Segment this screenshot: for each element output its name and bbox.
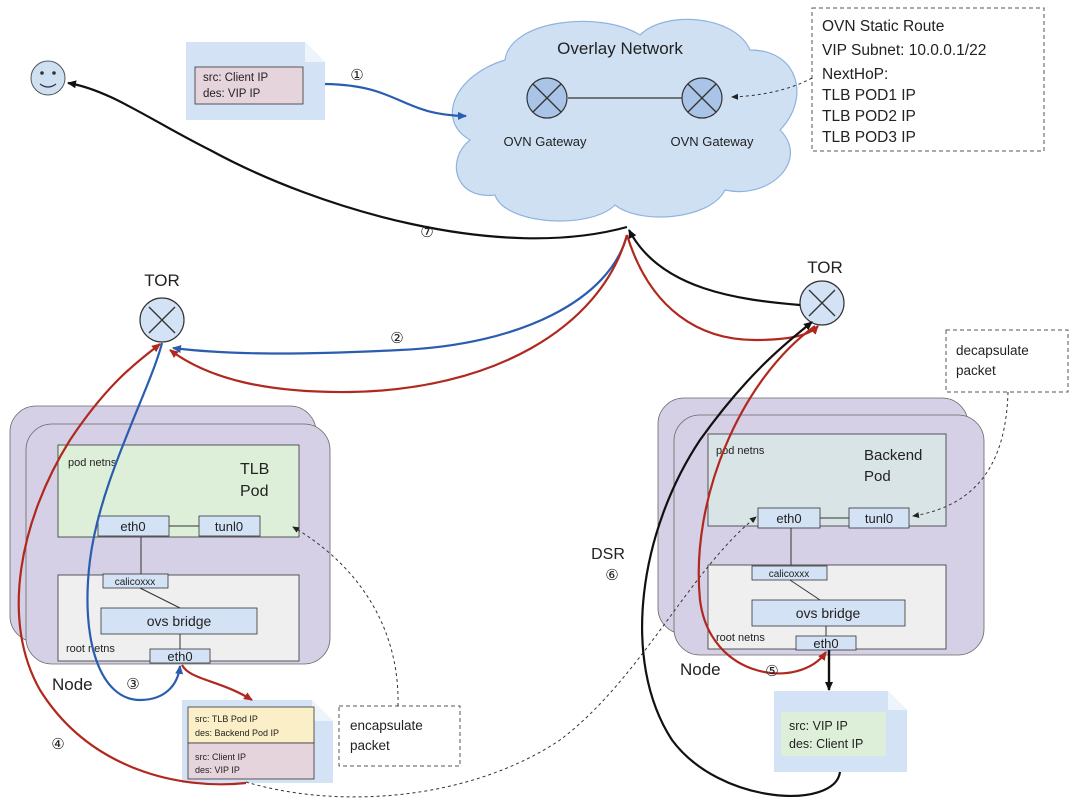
right-ovs-bridge-box: [751, 599, 906, 627]
right-root-eth0-box: [795, 635, 857, 651]
encapsulate-pointer: [292, 526, 399, 707]
left-pod-netns-label: pod netns: [68, 457, 117, 469]
encap-outer-src: src: TLB Pod IP: [195, 714, 258, 724]
encapsulate-note-line: encapsulate: [350, 718, 423, 733]
decapsulate-note-line: packet: [956, 363, 996, 378]
static-route-line: VIP Subnet: 10.0.0.1/22: [822, 42, 986, 59]
flow-arrow-step2: [172, 234, 629, 355]
step-label-3: ③: [126, 676, 139, 693]
left-ovs-bridge-label: ovs bridge: [147, 613, 212, 629]
right-node: pod netns Backend Pod eth0 tunl0 calicox…: [657, 397, 985, 656]
step-label-6: ⑥: [605, 567, 618, 584]
static-route-line: OVN Static Route: [822, 18, 944, 35]
left-tunl0-box: [198, 515, 261, 537]
left-calico-box: [102, 573, 169, 589]
right-node-label: Node: [680, 660, 721, 679]
encap-inner-des: des: VIP IP: [195, 765, 240, 775]
static-route-line: TLB POD3 IP: [822, 129, 916, 146]
flow-arrow-step4: [17, 343, 247, 786]
ovn-gateway-right-label: OVN Gateway: [670, 134, 754, 149]
reply-packet-src: src: VIP IP: [789, 719, 848, 733]
left-tunl0-label: tunl0: [215, 519, 243, 534]
left-root-eth0-box: [149, 648, 211, 664]
encapsulate-note-line: packet: [350, 738, 390, 753]
reply-packet-des: des: Client IP: [789, 737, 863, 751]
encapsulate-note: encapsulate packet: [338, 705, 461, 767]
ovn-gateway-left-label: OVN Gateway: [503, 134, 587, 149]
encap-inner-src: src: Client IP: [195, 752, 246, 762]
dsr-label: DSR: [591, 546, 625, 563]
flow-arrow-step7: [67, 80, 628, 240]
flow-arrow-step3: [86, 342, 184, 702]
encap-outer-des: des: Backend Pod IP: [195, 728, 279, 738]
tor-left-icon: [139, 297, 185, 343]
flow-arrow-step5: [697, 325, 827, 675]
right-root-eth0-label: eth0: [813, 636, 838, 651]
left-pod-title: Pod: [240, 483, 268, 500]
flow-arrow-red-to-tor-left: [169, 234, 629, 394]
overlay-network-title: Overlay Network: [557, 39, 683, 58]
right-root-netns-label: root netns: [716, 632, 765, 644]
tor-right-label: TOR: [807, 258, 843, 277]
ovn-gateway-left-icon: [526, 77, 568, 119]
left-root-eth0-label: eth0: [167, 649, 192, 664]
step-label-4: ④: [51, 736, 64, 753]
client-packet: src: Client IP des: VIP IP: [186, 42, 325, 120]
decapsulate-note-line: decapsulate: [956, 343, 1029, 358]
step-label-5: ⑤: [765, 663, 778, 680]
right-tunl0-box: [848, 507, 910, 529]
static-route-pointer: [731, 77, 813, 100]
flow-arrow-black-to-cloud: [628, 229, 801, 307]
static-route-line: NextHoP:: [822, 66, 888, 83]
flow-arrow-red-to-tor-right: [625, 234, 819, 342]
ovn-gateway-right-icon: [681, 77, 723, 119]
left-node: pod netns TLB Pod eth0 tunl0 calicoxxx o…: [9, 405, 331, 665]
right-pod-netns-label: pod netns: [716, 445, 765, 457]
decapsulate-note: decapsulate packet: [945, 329, 1069, 393]
static-route-line: TLB POD2 IP: [822, 108, 916, 125]
client-smiley-icon: [30, 60, 66, 96]
right-ovs-bridge-label: ovs bridge: [796, 605, 861, 621]
right-pod-title: Backend: [864, 447, 922, 464]
step-label-2: ②: [390, 330, 403, 347]
right-pod-title: Pod: [864, 468, 891, 485]
client-packet-src: src: Client IP: [203, 72, 269, 84]
encapsulated-packet: src: TLB Pod IP des: Backend Pod IP src:…: [182, 700, 333, 783]
right-tunl0-label: tunl0: [865, 511, 893, 526]
left-root-netns-label: root netns: [66, 643, 115, 655]
packet-to-backend-pointer: [245, 516, 757, 798]
right-eth0-label: eth0: [776, 511, 801, 526]
client-packet-des: des: VIP IP: [203, 88, 261, 100]
reply-packet: src: VIP IP des: Client IP: [774, 691, 907, 772]
left-eth0-label: eth0: [120, 519, 145, 534]
flow-arrow-step1: [324, 82, 467, 120]
flow-arrow-red-encap: [181, 664, 253, 701]
right-calico-box: [751, 565, 828, 581]
step-label-1: ①: [350, 67, 363, 84]
left-pod-title: TLB: [240, 461, 269, 478]
left-node-label: Node: [52, 675, 93, 694]
static-route-note: OVN Static Route VIP Subnet: 10.0.0.1/22…: [811, 7, 1045, 152]
right-calico-label: calicoxxx: [769, 569, 810, 580]
static-route-line: TLB POD1 IP: [822, 87, 916, 104]
step-label-7: ⑦: [420, 224, 433, 241]
flow-arrow-step6-dsr: [641, 321, 842, 797]
left-ovs-bridge-box: [100, 607, 258, 635]
left-calico-label: calicoxxx: [115, 577, 156, 588]
tor-left-label: TOR: [144, 271, 180, 290]
overlay-network-cloud: Overlay Network OVN Gateway OVN Gateway: [451, 18, 798, 222]
tor-right-icon: [799, 280, 845, 326]
